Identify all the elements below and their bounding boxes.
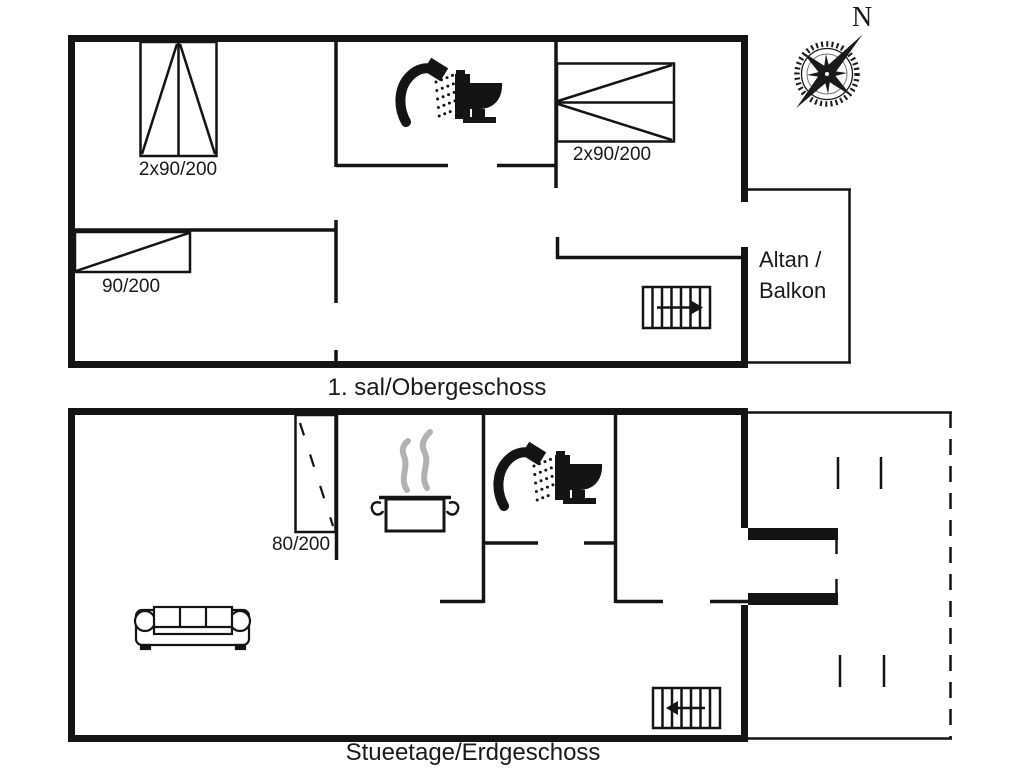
toilet-icon — [555, 451, 603, 504]
lower-floor-plan — [68, 408, 952, 742]
terrace-door-walls — [748, 528, 838, 605]
stairs-down-icon — [651, 686, 722, 730]
window-symbol-upper-left — [139, 40, 218, 158]
balcony-label-line1: Altan / — [759, 247, 822, 272]
compass-north-label: N — [852, 2, 873, 33]
lower-outer-walls — [68, 408, 748, 742]
compass-rose-icon — [794, 34, 863, 109]
dimension-label-upper-door: 90/200 — [101, 276, 161, 297]
shower-icon — [498, 442, 554, 506]
door-symbol-90-200 — [73, 230, 192, 274]
upper-floor-caption: 1. sal/Obergeschoss — [327, 374, 547, 401]
stairs-up-icon — [641, 285, 712, 330]
door-symbol-80-200 — [294, 413, 337, 534]
upper-outer-walls — [68, 35, 748, 368]
dimension-label-lower-door: 80/200 — [271, 534, 331, 555]
lower-floor-caption: Stueetage/Erdgeschoss — [345, 739, 601, 766]
shower-icon — [400, 58, 456, 122]
window-symbol-upper-right — [555, 62, 676, 143]
toilet-icon — [455, 70, 503, 123]
cooking-pot-icon — [370, 429, 460, 533]
sofa-icon — [133, 605, 252, 651]
dimension-label-upper-left-window: 2x90/200 — [138, 159, 218, 180]
upper-floor-plan — [68, 35, 851, 368]
balcony-label: Altan / Balkon — [759, 244, 826, 306]
terrace-outline — [748, 411, 952, 740]
upper-interior-walls — [75, 42, 741, 361]
balcony-label-line2: Balkon — [759, 278, 827, 303]
balcony-outline — [748, 188, 851, 364]
dimension-label-upper-right-window: 2x90/200 — [572, 144, 652, 165]
